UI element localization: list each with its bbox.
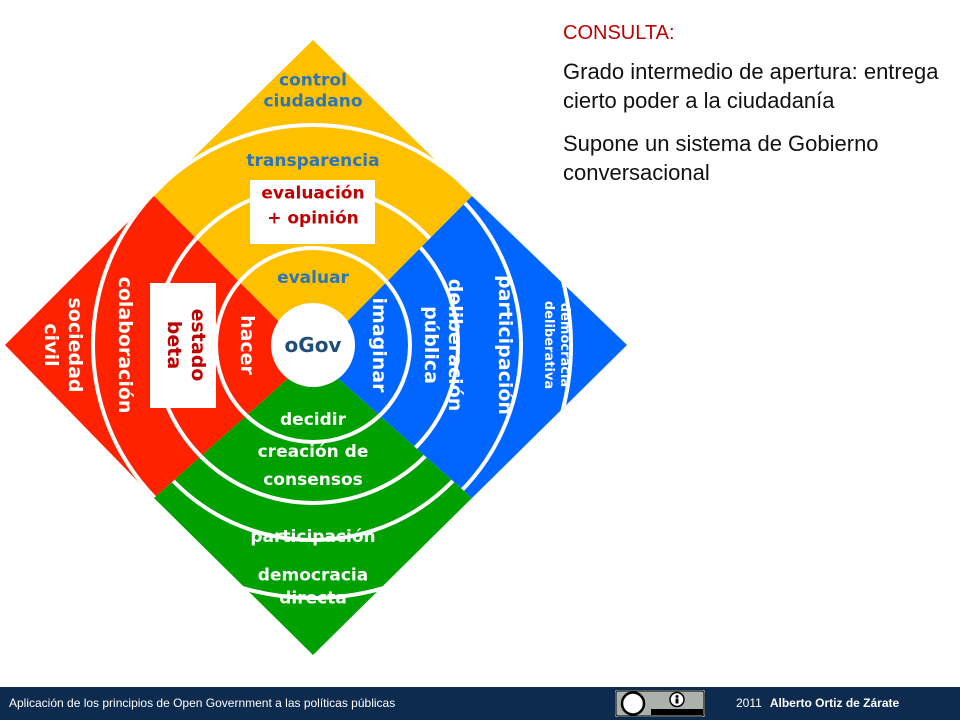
center-label-ogov: oGov <box>285 333 342 357</box>
ring-line <box>154 356 472 600</box>
ring-line <box>313 196 573 498</box>
right-label-deliberacion-publica: deliberaciónpública <box>420 279 466 412</box>
ring-line <box>91 196 313 498</box>
quadrant-bottom <box>154 356 472 655</box>
panel-paragraph-1: Grado intermedio de apertura: entrega ci… <box>563 59 939 113</box>
left-label-hacer: hacer <box>236 315 258 375</box>
ring-line <box>313 198 460 492</box>
right-label-democracia-deliberativa: democraciadeliberativa <box>542 301 573 389</box>
highlight-box-left <box>150 283 216 408</box>
footer-year: 2011 <box>736 696 762 710</box>
ring-line <box>214 356 412 444</box>
highlight-text-left: estadobeta <box>163 309 209 382</box>
highlight-box-top <box>250 180 375 244</box>
quadrant-right <box>313 196 627 498</box>
left-label-sociedad-civil: sociedadcivil <box>40 297 86 392</box>
ring-line <box>313 246 412 444</box>
footer: Aplicación de los principios de Open Gov… <box>0 687 960 720</box>
left-label-colaboracion: colaboración <box>114 277 136 414</box>
quadrant-right-shape <box>313 196 627 498</box>
right-panel: CONSULTA: Grado intermedio de apertura: … <box>563 22 943 201</box>
highlight-text-top: evaluación+ opinión <box>261 184 364 229</box>
panel-title: CONSULTA: <box>563 22 675 44</box>
top-label-evaluar: evaluar <box>277 268 349 288</box>
ring-line <box>154 356 472 542</box>
footer-credit: 2011 Alberto Ortiz de Zárate <box>736 696 899 710</box>
ring-line <box>313 196 523 498</box>
footer-author: Alberto Ortiz de Zárate <box>769 696 900 710</box>
top-label-transparencia: transparencia <box>246 151 379 171</box>
panel-paragraph-2: Supone un sistema de Gobierno conversaci… <box>563 131 879 185</box>
ring-line <box>154 123 472 356</box>
right-label-participacion: participación <box>494 275 516 415</box>
center-circle <box>271 303 355 387</box>
bottom-label-participacion: participación <box>250 527 375 547</box>
footer-title: Aplicación de los principios de Open Gov… <box>9 696 396 710</box>
right-label-imaginar: imaginar <box>368 298 390 394</box>
cc-by-license-icon[interactable] <box>615 690 705 717</box>
ring-line <box>154 356 472 505</box>
quadrant-bottom-shape <box>154 356 472 655</box>
bottom-label-decidir: decidir <box>280 410 347 430</box>
